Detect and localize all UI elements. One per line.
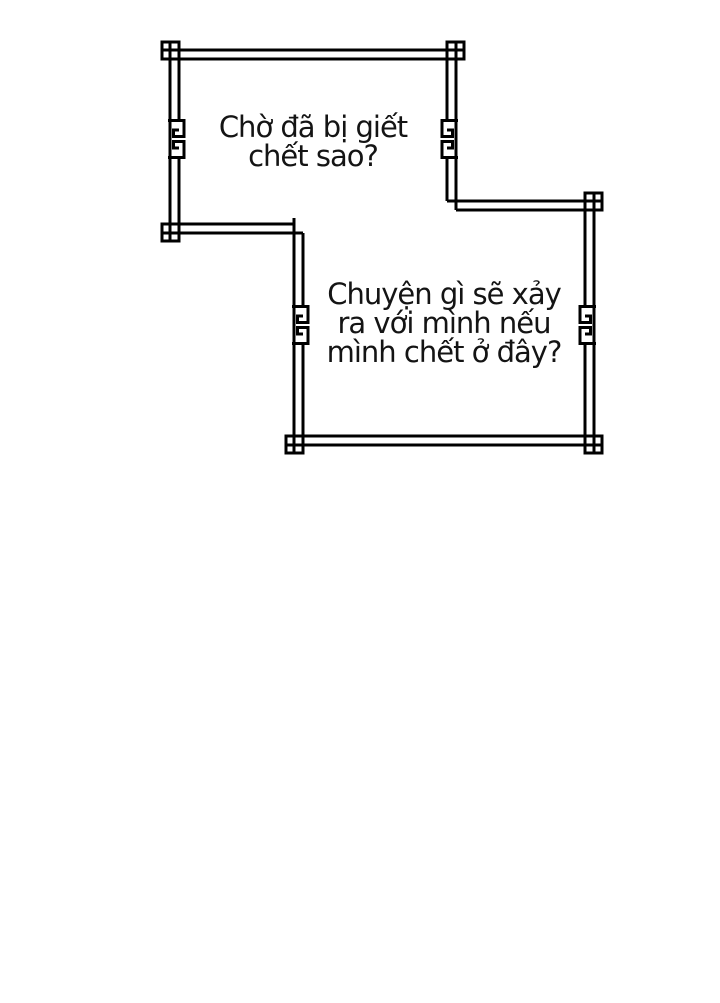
corner-knot-icon [583,191,604,212]
speech-line: ra với mình nếu [337,305,552,340]
corner-knot-icon [160,40,181,61]
corner-knot-icon [445,40,466,61]
bubble-1-inner-border [162,42,464,241]
speech-line: mình chết ở đây? [326,334,563,369]
meander-ornament-icon [168,119,186,159]
speech-line: chết sao? [248,138,379,173]
corner-knot-icon [284,434,305,455]
speech-line: Chuyện gì sẽ xảy [327,276,562,311]
meander-ornament-icon [292,305,310,345]
corner-knot-icon [160,222,181,243]
corner-knot-icon [583,434,604,455]
bubble-2-outer-border [286,193,602,453]
meander-ornament-icon [578,305,596,345]
speech-line: Chờ đã bị giết [218,109,408,144]
bubble-1-text: Chờ đã bị giết chết sao? [179,59,447,224]
frame-lines [160,40,604,455]
bubble-1-frame [160,40,466,243]
bubble-1-outer-border [162,42,464,241]
bubble-2-frame [284,191,604,455]
bubble-2-inner-border [286,193,602,453]
meander-ornament-icon [440,119,458,159]
bubble-2-text: Chuyện gì sẽ xảy ra với mình nếu mình ch… [303,210,585,436]
